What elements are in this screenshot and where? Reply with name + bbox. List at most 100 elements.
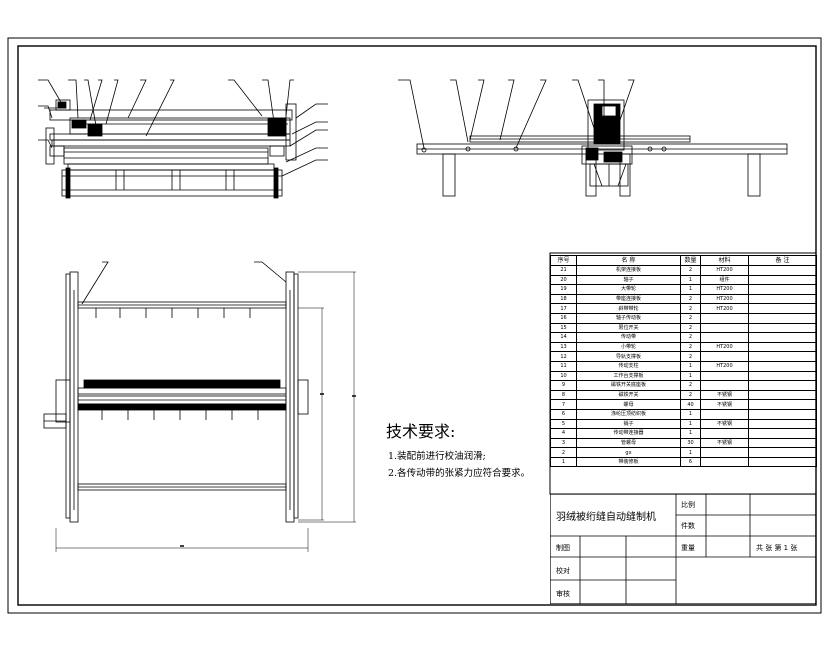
- bom-cell-name: 磁铁开关: [576, 389, 681, 401]
- bom-cell-material: 不锈钢: [700, 437, 749, 449]
- bom-cell-quantity: 2: [680, 293, 701, 305]
- checked-by-label: 校对: [556, 567, 570, 575]
- bom-cell-number: 5: [550, 418, 577, 430]
- bom-cell-quantity: 2: [680, 265, 701, 276]
- bom-cell-name: 大带轮: [576, 284, 681, 295]
- bom-cell-remark: [748, 303, 817, 314]
- bom-cell-number: 14: [550, 332, 577, 343]
- bom-cell-name: 轴子传动板: [576, 312, 681, 324]
- technical-requirements-title: 技术要求:: [386, 422, 456, 441]
- bom-cell-number: 8: [550, 389, 577, 401]
- bom-cell-material: [700, 447, 749, 458]
- bom-cell-number: 12: [550, 351, 577, 362]
- outer-border: [7, 37, 822, 614]
- bom-cell-material: [700, 351, 749, 362]
- bom-cell-name: gx: [576, 447, 681, 458]
- bom-header-number: 序号: [550, 255, 577, 266]
- bom-cell-quantity: 6: [680, 456, 701, 468]
- bom-cell-material: HT200: [700, 293, 749, 305]
- bom-cell-remark: [748, 370, 817, 382]
- bom-cell-remark: [748, 293, 817, 305]
- bom-cell-quantity: 2: [680, 389, 701, 401]
- scale-label: 比例: [681, 501, 695, 509]
- bom-cell-name: 传动支柱: [576, 360, 681, 372]
- bom-cell-remark: [748, 437, 817, 449]
- bom-cell-quantity: 1: [680, 408, 701, 420]
- bom-cell-number: 4: [550, 428, 577, 439]
- bom-cell-number: 9: [550, 380, 577, 391]
- bom-cell-material: 不锈钢: [700, 399, 749, 410]
- drawn-by-label: 制图: [556, 544, 570, 552]
- bom-cell-material: [700, 428, 749, 439]
- bom-cell-name: 磁铁开关底座板: [576, 380, 681, 391]
- weight-label: 重量: [681, 544, 695, 552]
- bom-cell-name: 螺母: [576, 399, 681, 410]
- bom-cell-quantity: 2: [680, 303, 701, 314]
- bom-cell-remark: [748, 312, 817, 324]
- bom-cell-remark: [748, 274, 817, 286]
- bom-cell-number: 17: [550, 303, 577, 314]
- plan-view: [43, 261, 356, 552]
- bom-cell-remark: [748, 284, 817, 295]
- bom-cell-material: 不锈钢: [700, 418, 749, 430]
- bom-cell-remark: [748, 408, 817, 420]
- bom-cell-material: [700, 312, 749, 324]
- bom-cell-material: HT200: [700, 303, 749, 314]
- bom-cell-number: 15: [550, 322, 577, 334]
- bom-cell-name: 限位开关: [576, 322, 681, 334]
- bom-header-name: 名 称: [576, 255, 681, 266]
- sheets-label: 共 张 第 1 张: [756, 544, 798, 552]
- bom-cell-material: 不锈钢: [700, 389, 749, 401]
- technical-requirement-item: 2.各传动带的张紧力应符合要求。: [388, 468, 531, 479]
- bom-cell-material: [700, 370, 749, 382]
- bom-cell-number: 7: [550, 399, 577, 410]
- bom-cell-number: 3: [550, 437, 577, 449]
- approved-by-label: 审核: [556, 590, 570, 598]
- bom-cell-remark: [748, 456, 817, 468]
- bom-cell-quantity: 2: [680, 312, 701, 324]
- bom-header-row: 序号 名 称 数量 材料 备 注: [550, 255, 817, 266]
- bom-cell-material: [700, 456, 749, 468]
- bom-cell-material: [700, 408, 749, 420]
- bom-header-quantity: 数量: [680, 255, 701, 266]
- bom-cell-name: 带座连接板: [576, 293, 681, 305]
- title-block: 羽绒被绗缝自动缝制机 比例 件数 重量 共 张 第 1 张 制图 校对 审核: [550, 494, 816, 604]
- bom-cell-name: 传动带: [576, 332, 681, 343]
- drawing-name: 羽绒被绗缝自动缝制机: [556, 512, 656, 523]
- bom-cell-number: 10: [550, 370, 577, 382]
- bom-cell-name: 工作台支撑板: [576, 370, 681, 382]
- bom-cell-material: HT200: [700, 265, 749, 276]
- bom-cell-remark: [748, 428, 817, 439]
- bom-cell-material: HT200: [700, 284, 749, 295]
- bom-cell-material: HT200: [700, 360, 749, 372]
- bom-cell-number: 18: [550, 293, 577, 305]
- side-view: [398, 79, 788, 197]
- bom-cell-remark: [748, 360, 817, 372]
- bom-header-material: 材料: [700, 255, 749, 266]
- technical-requirement-item: 1.装配前进行校油润滑;: [388, 451, 486, 462]
- technical-requirements: 技术要求: 1.装配前进行校油润滑; 2.各传动带的张紧力应符合要求。: [384, 418, 554, 479]
- bom-cell-quantity: 1: [680, 360, 701, 372]
- bom-cell-name: 轴子: [576, 274, 681, 286]
- bom-cell-quantity: 1: [680, 274, 701, 286]
- bom-cell-number: 20: [550, 274, 577, 286]
- bom-cell-quantity: 1: [680, 428, 701, 439]
- bom-cell-remark: [748, 341, 817, 353]
- bom-cell-quantity: 1: [680, 447, 701, 458]
- bom-cell-number: 6: [550, 408, 577, 420]
